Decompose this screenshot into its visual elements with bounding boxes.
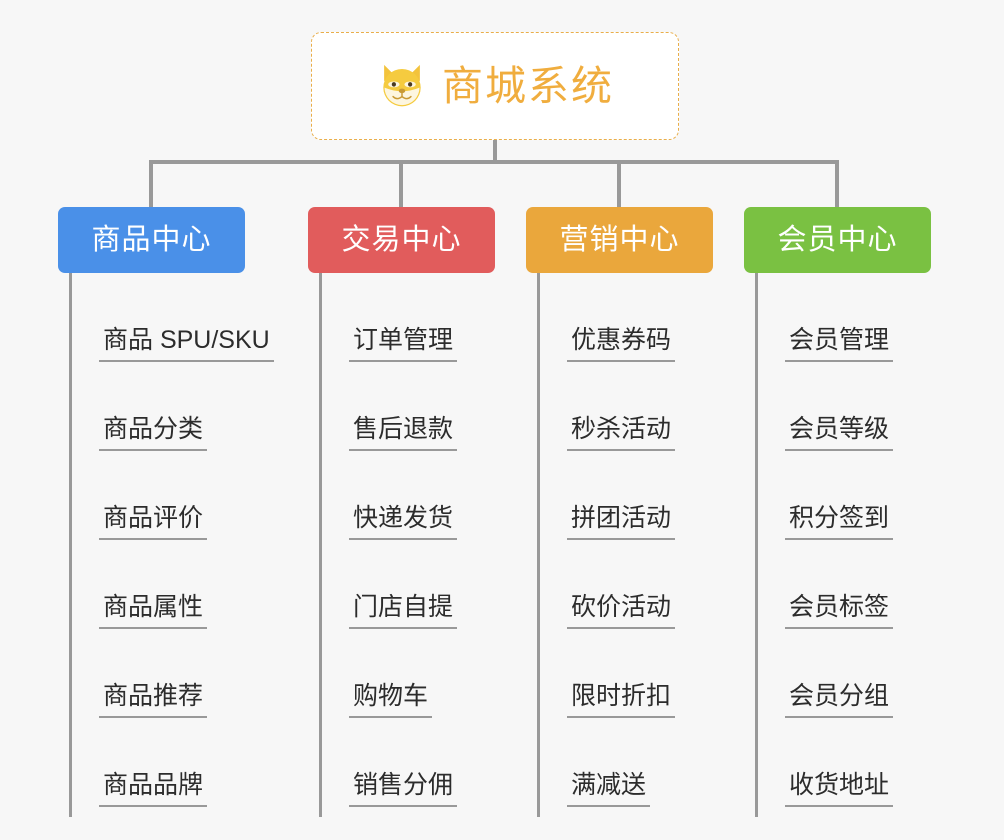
leaf-item[interactable]: 商品属性 (69, 540, 274, 629)
category-label: 交易中心 (341, 223, 462, 256)
leaf-item[interactable]: 限时折扣 (537, 629, 676, 718)
leaf-item[interactable]: 拼团活动 (537, 451, 676, 540)
leaf-item[interactable]: 快递发货 (319, 451, 458, 540)
column-spine (69, 273, 72, 817)
leaf-item[interactable]: 售后退款 (319, 362, 458, 451)
leaf-item[interactable]: 会员分组 (755, 629, 894, 718)
leaf-column-3: 优惠券码秒杀活动拼团活动砍价活动限时折扣满减送 (537, 273, 676, 817)
leaf-item[interactable]: 订单管理 (319, 273, 458, 362)
leaf-item[interactable]: 优惠券码 (537, 273, 676, 362)
leaf-item[interactable]: 收货地址 (755, 718, 894, 807)
leaf-item-label: 快递发货 (349, 504, 458, 540)
leaf-item[interactable]: 商品评价 (69, 451, 274, 540)
leaf-item-label: 收货地址 (785, 771, 894, 807)
leaf-item[interactable]: 砍价活动 (537, 540, 676, 629)
leaf-item-label: 商品 SPU/SKU (99, 326, 274, 362)
leaf-item-label: 限时折扣 (567, 682, 676, 718)
category-box-2[interactable]: 交易中心 (308, 207, 495, 273)
category-label: 营销中心 (559, 223, 680, 256)
leaf-item[interactable]: 商品品牌 (69, 718, 274, 807)
leaf-item-label: 砍价活动 (567, 593, 676, 629)
leaf-column-1: 商品 SPU/SKU 商品分类商品评价商品属性商品推荐商品品牌 (69, 273, 274, 817)
leaf-item-label: 商品分类 (99, 415, 208, 451)
category-label: 商品中心 (91, 223, 212, 256)
leaf-item-label: 销售分佣 (349, 771, 458, 807)
leaf-item[interactable]: 秒杀活动 (537, 362, 676, 451)
connector-drop-4 (835, 160, 839, 207)
leaf-item-label: 订单管理 (349, 326, 458, 362)
category-box-4[interactable]: 会员中心 (744, 207, 931, 273)
category-label: 会员中心 (777, 223, 898, 256)
leaf-item-label: 商品推荐 (99, 682, 208, 718)
column-spine (537, 273, 540, 817)
category-box-3[interactable]: 营销中心 (526, 207, 713, 273)
leaf-item-label: 优惠券码 (567, 326, 676, 362)
leaf-item-label: 门店自提 (349, 593, 458, 629)
leaf-item-label: 商品评价 (99, 504, 208, 540)
leaf-item-label: 售后退款 (349, 415, 458, 451)
leaf-item[interactable]: 会员等级 (755, 362, 894, 451)
leaf-item-label: 会员分组 (785, 682, 894, 718)
column-spine (319, 273, 322, 817)
leaf-item-label: 商品品牌 (99, 771, 208, 807)
leaf-item[interactable]: 积分签到 (755, 451, 894, 540)
leaf-item-label: 积分签到 (785, 504, 894, 540)
leaf-item[interactable]: 会员管理 (755, 273, 894, 362)
leaf-item[interactable]: 商品 SPU/SKU (69, 273, 274, 362)
connector-drop-3 (617, 160, 621, 207)
leaf-item-label: 购物车 (349, 682, 433, 718)
connector-drop-1 (149, 160, 153, 207)
leaf-item[interactable]: 商品推荐 (69, 629, 274, 718)
shiba-dog-face-icon (383, 64, 421, 108)
connector-drop-2 (399, 160, 403, 207)
leaf-item[interactable]: 会员标签 (755, 540, 894, 629)
leaf-item[interactable]: 销售分佣 (319, 718, 458, 807)
leaf-item-label: 会员等级 (785, 415, 894, 451)
leaf-item[interactable]: 门店自提 (319, 540, 458, 629)
leaf-item[interactable]: 购物车 (319, 629, 457, 718)
root-node-title: 商城系统 (442, 62, 614, 109)
leaf-item-label: 满减送 (567, 771, 651, 807)
root-node-mall-system[interactable]: 商城系统 (311, 32, 679, 140)
connector-horizontal-bar (149, 160, 835, 164)
connector-root-stem (493, 140, 497, 163)
leaf-item[interactable]: 商品分类 (69, 362, 274, 451)
leaf-column-4: 会员管理会员等级积分签到会员标签会员分组收货地址 (755, 273, 894, 817)
leaf-item-label: 秒杀活动 (567, 415, 676, 451)
leaf-column-2: 订单管理售后退款快递发货门店自提购物车销售分佣 (319, 273, 458, 817)
column-spine (755, 273, 758, 817)
leaf-item-label: 拼团活动 (567, 504, 676, 540)
leaf-item[interactable]: 满减送 (537, 718, 675, 807)
leaf-item-label: 会员标签 (785, 593, 894, 629)
category-box-1[interactable]: 商品中心 (58, 207, 245, 273)
leaf-item-label: 会员管理 (785, 326, 894, 362)
leaf-item-label: 商品属性 (99, 593, 208, 629)
